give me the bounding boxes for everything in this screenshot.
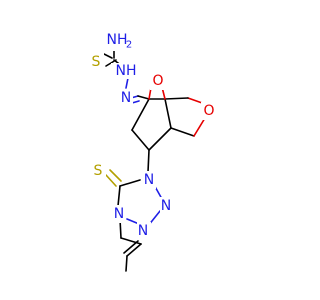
atom-o-ring: O xyxy=(203,103,214,119)
bonds xyxy=(103,43,206,272)
bond-ring-9 xyxy=(164,97,189,100)
bond-allyl-3 xyxy=(126,243,142,257)
bond-ring-7 xyxy=(193,117,206,137)
atom-n2: N xyxy=(161,198,171,214)
bond-ring-5 xyxy=(164,98,172,129)
atom-n3: N xyxy=(138,223,148,239)
atom-o-bridge: O xyxy=(152,73,163,89)
bond-tz-s-1 xyxy=(105,174,117,187)
bond-n-c-imine-2 xyxy=(131,100,140,104)
bond-allyl-5 xyxy=(125,255,128,272)
atom-n4: N xyxy=(114,206,124,222)
atom-labels: NH 2 S NH N O O S N N N N xyxy=(88,32,217,240)
bond-n-c-imine-3 xyxy=(137,95,150,100)
bond-tz-s-2 xyxy=(109,169,122,182)
bond-ring-6 xyxy=(170,127,195,137)
bond-allyl-4 xyxy=(123,240,139,254)
atom-nh: NH xyxy=(116,63,137,79)
bond-c-s-1 xyxy=(103,53,113,59)
bond-allyl-2 xyxy=(120,237,142,245)
atom-s-thio: S xyxy=(92,54,101,70)
atom-n1: N xyxy=(144,172,154,188)
bond-ring-2 xyxy=(131,98,150,131)
atom-nh2: NH xyxy=(107,32,128,48)
bond-nh-n xyxy=(125,77,129,89)
bond-tz-1 xyxy=(119,179,141,187)
atom-n-imine: N xyxy=(121,90,131,106)
molecule-structure-diagram: NH 2 S NH N O O S N N N N xyxy=(88,32,217,272)
bond-ring-3 xyxy=(131,129,150,151)
atom-s-tetrazole: S xyxy=(94,163,103,179)
atom-nh2-sub: 2 xyxy=(126,40,132,51)
bond-tz-5 xyxy=(117,185,121,207)
bond-ring-ntz xyxy=(147,149,150,173)
bond-ring-4 xyxy=(148,127,172,151)
